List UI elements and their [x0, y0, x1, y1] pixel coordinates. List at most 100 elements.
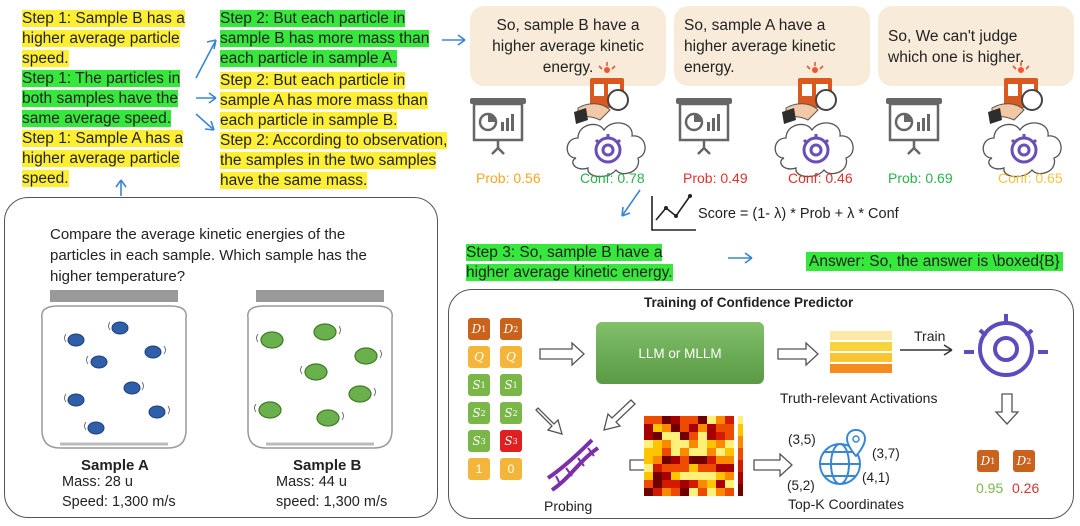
heatmap-cell: [671, 480, 680, 488]
prob-label-3: Prob: 0.69: [888, 170, 953, 186]
activations-label: Truth-relevant Activations: [780, 390, 938, 406]
heatmap-cell: [671, 464, 680, 472]
heatmap-cell: [644, 456, 653, 464]
sample-b-mass: Mass: 44 u: [276, 474, 347, 490]
heatmap-cell: [689, 480, 698, 488]
heatmap-cell: [698, 424, 707, 432]
sample-b-title: Sample B: [293, 457, 362, 474]
heatmap-cell: [725, 416, 734, 424]
heatmap-cell: [662, 472, 671, 480]
heatmap-cell: [653, 416, 662, 424]
heatmap-colorbar: [738, 428, 743, 432]
probing-label: Probing: [544, 498, 593, 514]
probing-heatmap: [644, 416, 743, 496]
bubble-line: So, sample A have a: [684, 17, 826, 34]
heatmap-cell: [680, 456, 689, 464]
coord-label: (3,7): [872, 446, 900, 461]
heatmap-cell: [644, 488, 653, 496]
text-line: Step 1: The particles in: [22, 70, 181, 87]
heatmap-cell: [707, 432, 716, 440]
heatmap-cell: [707, 424, 716, 432]
heatmap-colorbar: [738, 492, 743, 496]
train-label: Train: [914, 328, 946, 344]
heatmap-cell: [653, 464, 662, 472]
text-line: sample B has more mass than: [220, 30, 430, 47]
heatmap-colorbar: [738, 480, 743, 484]
llm-box: LLM or MLLM: [596, 322, 764, 384]
heatmap-cell: [698, 432, 707, 440]
step2-b-more-mass: Step 2: But each particle in sample B ha…: [220, 9, 450, 69]
heatmap-cell: [680, 424, 689, 432]
text-line: sample A has more mass than: [220, 92, 428, 109]
heatmap-cell: [689, 488, 698, 496]
heatmap-cell: [716, 488, 725, 496]
heatmap-colorbar: [738, 472, 743, 476]
heatmap-cell: [725, 432, 734, 440]
heatmap-cell: [716, 424, 725, 432]
sample-a-speed: Speed: 1,300 m/s: [62, 494, 176, 510]
coord-label: (5,2): [787, 478, 815, 493]
bubble-line: higher average kinetic: [684, 38, 836, 55]
heatmap-cell: [725, 488, 734, 496]
heatmap-cell: [671, 472, 680, 480]
heatmap-cell: [725, 424, 734, 432]
heatmap-cell: [644, 440, 653, 448]
heatmap-cell: [671, 424, 680, 432]
coord-label: (4,1): [862, 470, 890, 485]
heatmap-colorbar: [738, 476, 743, 480]
heatmap-cell: [689, 472, 698, 480]
heatmap-cell: [662, 448, 671, 456]
answer-text: Answer: So, the answer is \boxed{B}: [806, 252, 1063, 271]
heatmap-colorbar: [738, 484, 743, 488]
token-box: Q: [500, 346, 522, 368]
question-panel: [4, 197, 438, 518]
heatmap-cell: [698, 456, 707, 464]
heatmap-cell: [644, 464, 653, 472]
heatmap-cell: [716, 432, 725, 440]
heatmap-colorbar: [738, 432, 743, 436]
heatmap-colorbar: [738, 436, 743, 440]
step1-sample-b: Step 1: Sample B has a higher average pa…: [22, 9, 202, 69]
heatmap-cell: [653, 456, 662, 464]
bubble-line: higher average kinetic: [492, 38, 644, 55]
text-line: both samples have the: [22, 90, 178, 107]
step1-sample-a: Step 1: Sample A has a higher average pa…: [22, 129, 202, 189]
heatmap-cell: [725, 472, 734, 480]
token-box: 1: [468, 458, 490, 480]
heatmap-cell: [689, 456, 698, 464]
heatmap-cell: [689, 464, 698, 472]
heatmap-cell: [671, 432, 680, 440]
heatmap-cell: [680, 480, 689, 488]
heatmap-cell: [725, 456, 734, 464]
token-box: Q: [468, 346, 490, 368]
heatmap-cell: [680, 464, 689, 472]
text-line: Step 1: Sample B has a: [22, 10, 185, 27]
heatmap-cell: [653, 432, 662, 440]
prob-label-2: Prob: 0.49: [683, 170, 748, 186]
step3: Step 3: So, sample B have a higher avera…: [466, 243, 706, 283]
heatmap-cell: [680, 488, 689, 496]
token-box: 0: [500, 458, 522, 480]
heatmap-cell: [662, 416, 671, 424]
score-formula: Score = (1- λ) * Prob + λ * Conf: [698, 206, 899, 222]
heatmap-colorbar: [738, 460, 743, 464]
bubble-line: energy.: [684, 59, 735, 76]
heatmap-cell: [707, 488, 716, 496]
reasoning-bubble-3: So, We can't judge which one is higher.: [878, 6, 1074, 86]
heatmap-cell: [653, 424, 662, 432]
heatmap-colorbar: [738, 488, 743, 492]
text-line: the samples in the two samples: [220, 152, 437, 169]
output-d2-value: 0.26: [1012, 480, 1040, 496]
heatmap-cell: [680, 472, 689, 480]
bubble-line: So, We can't judge: [888, 28, 1018, 45]
heatmap-cell: [707, 472, 716, 480]
bubble-line: energy.: [542, 59, 594, 76]
heatmap-cell: [680, 432, 689, 440]
